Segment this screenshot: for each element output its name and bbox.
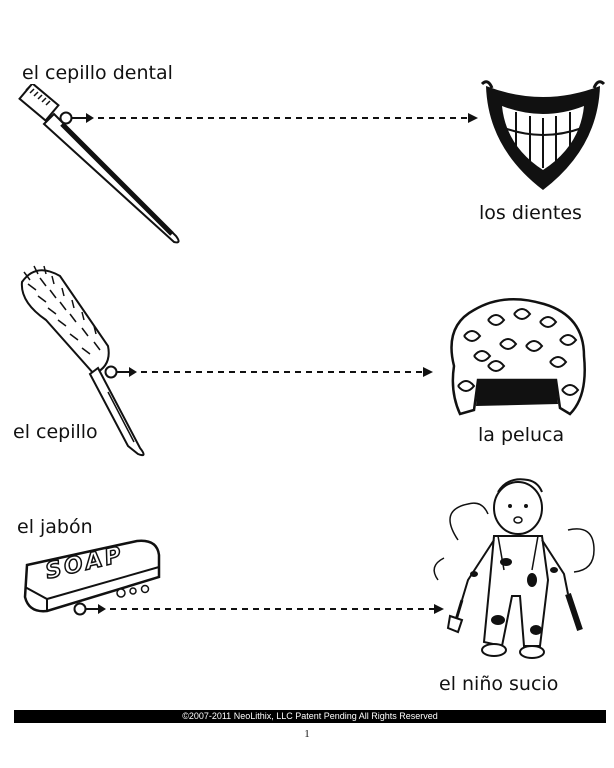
label-hairbrush: el cepillo: [13, 421, 98, 443]
page-number: 1: [304, 728, 310, 740]
copyright-bar: ©2007-2011 NeoLithix, LLC Patent Pending…: [14, 710, 606, 723]
dirty-boy-image: [433, 478, 595, 659]
toothbrush-image: [18, 84, 180, 244]
label-teeth: los dientes: [479, 202, 582, 224]
soap-image: SOAP: [17, 537, 167, 613]
wig-image: [450, 298, 586, 416]
match-arrow-3[interactable]: [70, 599, 448, 619]
hairbrush-image: [20, 265, 145, 457]
label-wig: la peluca: [478, 424, 565, 446]
label-soap: el jabón: [17, 516, 93, 538]
teeth-image: [480, 80, 606, 190]
label-dirty-boy: el niño sucio: [439, 673, 559, 695]
match-arrow-1[interactable]: [56, 108, 482, 128]
match-arrow-2[interactable]: [101, 362, 437, 382]
label-toothbrush: el cepillo dental: [22, 62, 173, 84]
